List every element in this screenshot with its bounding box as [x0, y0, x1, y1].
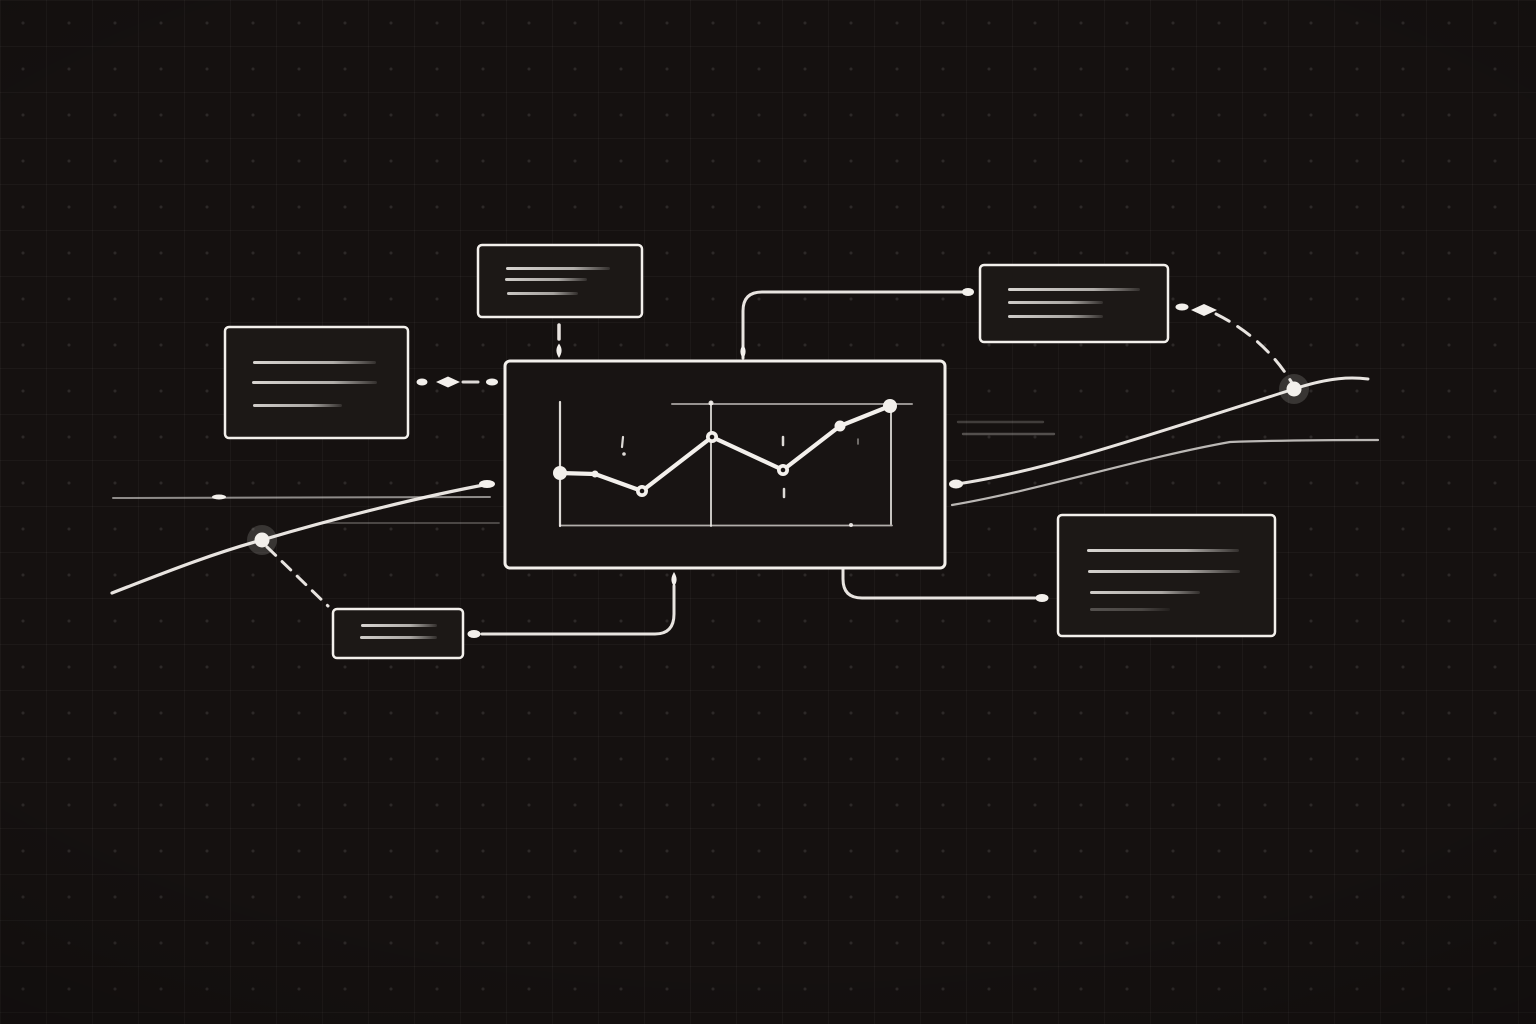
arrowhead-up — [671, 572, 677, 587]
text-placeholder-line — [505, 278, 587, 281]
text-placeholder-line — [1087, 549, 1239, 552]
text-placeholder-line — [253, 404, 342, 407]
connector-dot — [416, 378, 428, 386]
junction-node-right-core[interactable] — [1286, 381, 1302, 397]
text-placeholder-line — [252, 381, 377, 384]
chart-data-point — [834, 420, 846, 432]
arrowhead-down — [740, 344, 746, 359]
text-placeholder-line — [506, 267, 610, 270]
box-bottom-small[interactable] — [331, 607, 465, 660]
chart-data-point — [883, 399, 897, 413]
connector-elbow-to-top-right — [741, 290, 965, 360]
diamond-marker — [1191, 304, 1217, 316]
text-placeholder-line — [253, 361, 376, 364]
box-chart-panel[interactable] — [503, 359, 947, 570]
chart-data-point-hole — [780, 467, 786, 473]
text-placeholder-line — [1090, 608, 1170, 611]
diamond-marker — [436, 376, 460, 388]
text-placeholder-line — [360, 636, 437, 639]
text-placeholder-line — [507, 292, 578, 295]
chart-data-point-hole — [709, 434, 715, 440]
text-placeholder-line — [1090, 591, 1200, 594]
connector-dot — [486, 378, 498, 386]
chart-sketch-dot — [849, 523, 853, 527]
chart-sketch-dot — [708, 400, 714, 406]
connector-dot — [1175, 303, 1189, 311]
flow-curve-right-lower — [950, 438, 1380, 507]
text-placeholder-line — [1008, 315, 1103, 318]
box-top-center[interactable] — [476, 243, 644, 319]
junction-node-left[interactable] — [247, 525, 277, 555]
chart-sketch-dash — [620, 435, 625, 449]
box-top-right[interactable] — [978, 263, 1170, 344]
connector-central-to-bottom-right — [841, 566, 1037, 600]
junction-node-left-core[interactable] — [254, 532, 270, 548]
arrowhead-down — [556, 343, 562, 358]
text-placeholder-line — [1088, 570, 1240, 573]
connector-dashed-node-to-small-box — [265, 545, 330, 608]
connector-dot — [949, 479, 963, 489]
connector-dot — [962, 288, 974, 296]
chart-data-point — [553, 466, 567, 480]
connector-dot — [1035, 594, 1049, 602]
text-placeholder-line — [1008, 301, 1103, 304]
box-bottom-right-frame[interactable] — [1056, 513, 1277, 638]
junction-node-right[interactable] — [1279, 374, 1309, 404]
connector-dashed-arc-top-right — [1214, 312, 1294, 385]
flow-curve-left — [110, 482, 491, 595]
guide-line-left — [112, 496, 491, 499]
connector-dot — [479, 480, 495, 488]
box-top-left[interactable] — [223, 325, 410, 440]
box-bottom-right[interactable] — [1056, 513, 1277, 638]
guide-marker-dot — [212, 494, 226, 500]
chart-sketch-dot — [622, 452, 626, 456]
flow-curve-right-upper — [955, 376, 1370, 486]
chart-data-point-hole — [639, 488, 645, 494]
connector-dot — [467, 630, 481, 638]
text-placeholder-line — [1008, 288, 1140, 291]
chart-data-point — [591, 470, 599, 478]
box-bottom-small-frame[interactable] — [331, 607, 465, 660]
line-chart — [553, 399, 913, 528]
connector-small-box-to-central — [480, 584, 676, 636]
text-placeholder-line — [361, 624, 437, 627]
box-chart-panel-frame[interactable] — [503, 359, 947, 570]
